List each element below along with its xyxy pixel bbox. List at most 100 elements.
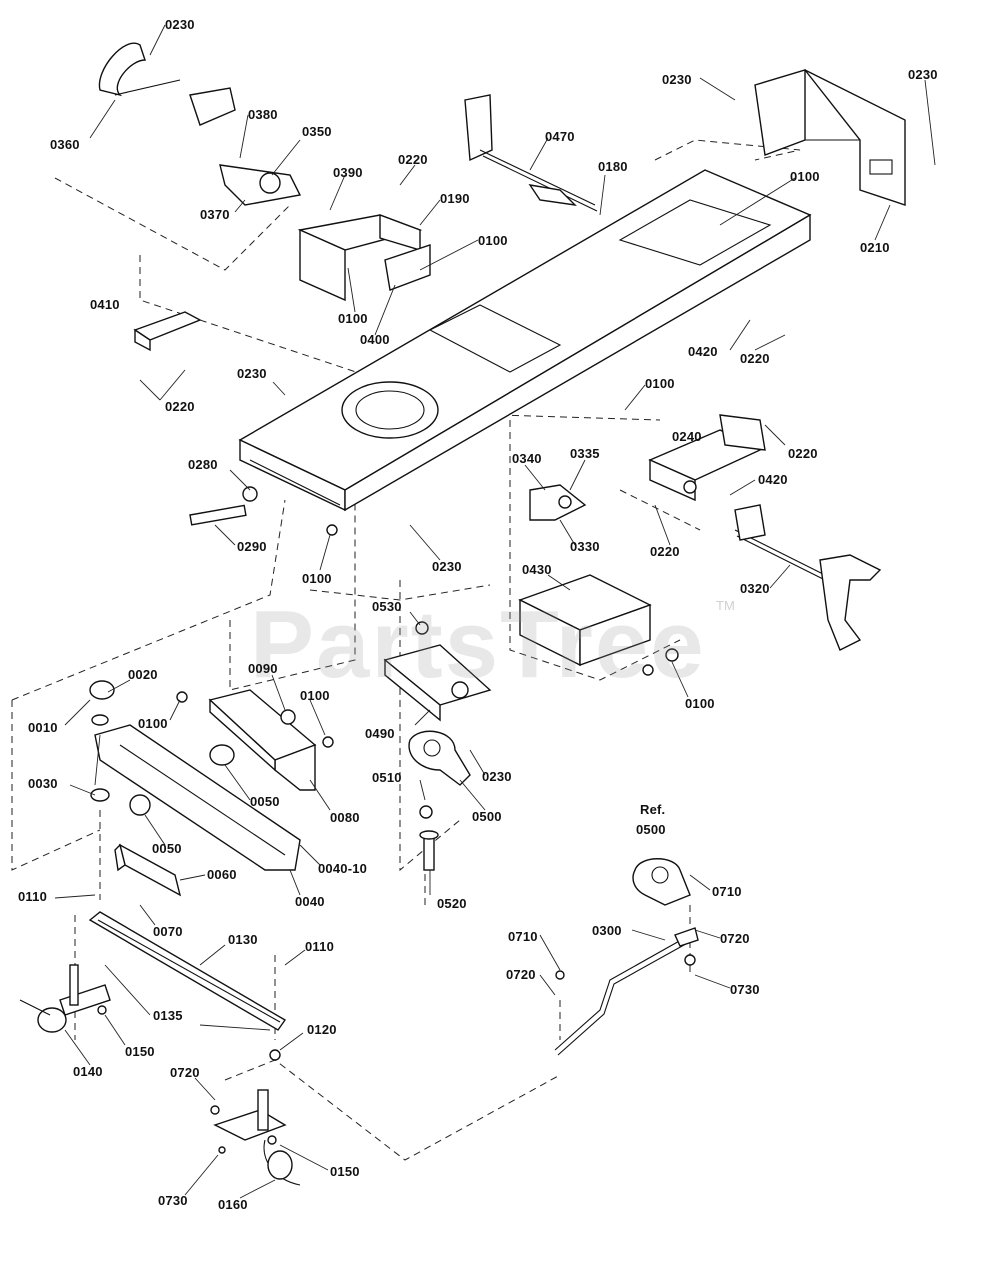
front-axle	[89, 680, 301, 871]
callout-label: 0010	[28, 720, 58, 735]
callout-label: 0730	[730, 982, 760, 997]
leader-lines	[54, 24, 936, 1199]
watermark-trademark: TM	[716, 598, 735, 613]
callout-label: 0500	[636, 822, 666, 837]
callout-label: Ref.	[640, 802, 666, 817]
callout-label: 0520	[437, 896, 467, 911]
callout-label: 0220	[650, 544, 680, 559]
part-0130	[88, 911, 287, 1031]
callout-label: 0430	[522, 562, 552, 577]
callout-label: 0100	[338, 311, 368, 326]
part-0500	[408, 730, 471, 786]
part-0470	[464, 94, 598, 212]
callout-label: 0370	[200, 207, 230, 222]
callout-label: 0150	[330, 1164, 360, 1179]
callout-label: 0720	[506, 967, 536, 982]
callout-label: 0100	[685, 696, 715, 711]
callout-label: 0180	[598, 159, 628, 174]
callout-label: 0710	[712, 884, 742, 899]
callout-label: 0380	[248, 107, 278, 122]
callout-label: 0100	[302, 571, 332, 586]
callout-label: 0050	[250, 794, 280, 809]
callout-label: 0220	[398, 152, 428, 167]
callout-label: 0710	[508, 929, 538, 944]
callout-label: 0230	[432, 559, 462, 574]
hardware	[97, 486, 696, 1154]
callout-label: 0190	[440, 191, 470, 206]
callout-label: 0300	[592, 923, 622, 938]
part-0320	[734, 504, 882, 651]
callout-label: 0420	[688, 344, 718, 359]
callout-label: 0020	[128, 667, 158, 682]
callout-label: 0050	[152, 841, 182, 856]
callout-label: 0360	[50, 137, 80, 152]
callout-label: 0400	[360, 332, 390, 347]
callout-label: 0030	[28, 776, 58, 791]
part-0520-bolt	[419, 830, 439, 871]
part-0060	[114, 843, 182, 897]
callout-label: 0500	[472, 809, 502, 824]
center-brackets	[297, 213, 431, 302]
steering-parts	[98, 42, 302, 206]
callout-label: 0135	[153, 1008, 183, 1023]
part-0410	[133, 311, 202, 352]
callout-label: 0060	[207, 867, 237, 882]
callout-label: 0230	[237, 366, 267, 381]
callout-label: 0280	[188, 457, 218, 472]
callout-label: 0100	[478, 233, 508, 248]
callout-label: 0110	[305, 939, 335, 954]
callout-label: 0230	[165, 17, 195, 32]
callout-label: 0230	[482, 769, 512, 784]
part-0160	[213, 1089, 301, 1186]
callout-label: 0330	[570, 539, 600, 554]
callout-label: 0110	[18, 889, 48, 904]
callout-label: 0220	[740, 351, 770, 366]
callout-label: 0230	[908, 67, 938, 82]
callout-label: 0240	[672, 429, 702, 444]
callout-label: 0040-10	[318, 861, 368, 876]
callout-label: 0720	[170, 1065, 200, 1080]
callout-label: 0470	[545, 129, 575, 144]
callout-label: 0230	[662, 72, 692, 87]
callout-label: 0040	[295, 894, 325, 909]
callout-label: 0390	[333, 165, 363, 180]
callout-label: 0070	[153, 924, 183, 939]
callout-label: 0090	[248, 661, 278, 676]
callout-label: 0140	[73, 1064, 103, 1079]
part-0210	[754, 69, 906, 206]
callout-label: 0335	[570, 446, 600, 461]
part-0140	[19, 964, 111, 1033]
ref-part-0500	[632, 858, 691, 906]
part-0430	[518, 574, 652, 667]
part-0240	[648, 414, 766, 502]
part-0330	[529, 484, 587, 521]
callout-label: 0160	[218, 1197, 248, 1212]
callout-label: 0730	[158, 1193, 188, 1208]
callout-label: 0100	[645, 376, 675, 391]
callout-label: 0100	[138, 716, 168, 731]
callout-label: 0530	[372, 599, 402, 614]
callout-label: 0220	[165, 399, 195, 414]
main-frame	[238, 169, 812, 512]
callout-label: 0350	[302, 124, 332, 139]
callout-label: 0290	[237, 539, 267, 554]
callout-label: 0420	[758, 472, 788, 487]
callout-label: 0490	[365, 726, 395, 741]
callout-label: 0100	[790, 169, 820, 184]
callout-label: 0150	[125, 1044, 155, 1059]
watermark: PartsTree	[250, 591, 706, 698]
callout-label: 0220	[788, 446, 818, 461]
part-0300	[554, 927, 699, 1056]
callout-label: 0510	[372, 770, 402, 785]
part-0490	[383, 644, 492, 722]
callout-label: 0100	[300, 688, 330, 703]
callout-label: 0080	[330, 810, 360, 825]
callout-label: 0130	[228, 932, 258, 947]
part-0080	[208, 689, 317, 791]
callout-label: 0210	[860, 240, 890, 255]
callout-label: 0320	[740, 581, 770, 596]
callout-label: 0720	[720, 931, 750, 946]
callout-label: 0410	[90, 297, 120, 312]
